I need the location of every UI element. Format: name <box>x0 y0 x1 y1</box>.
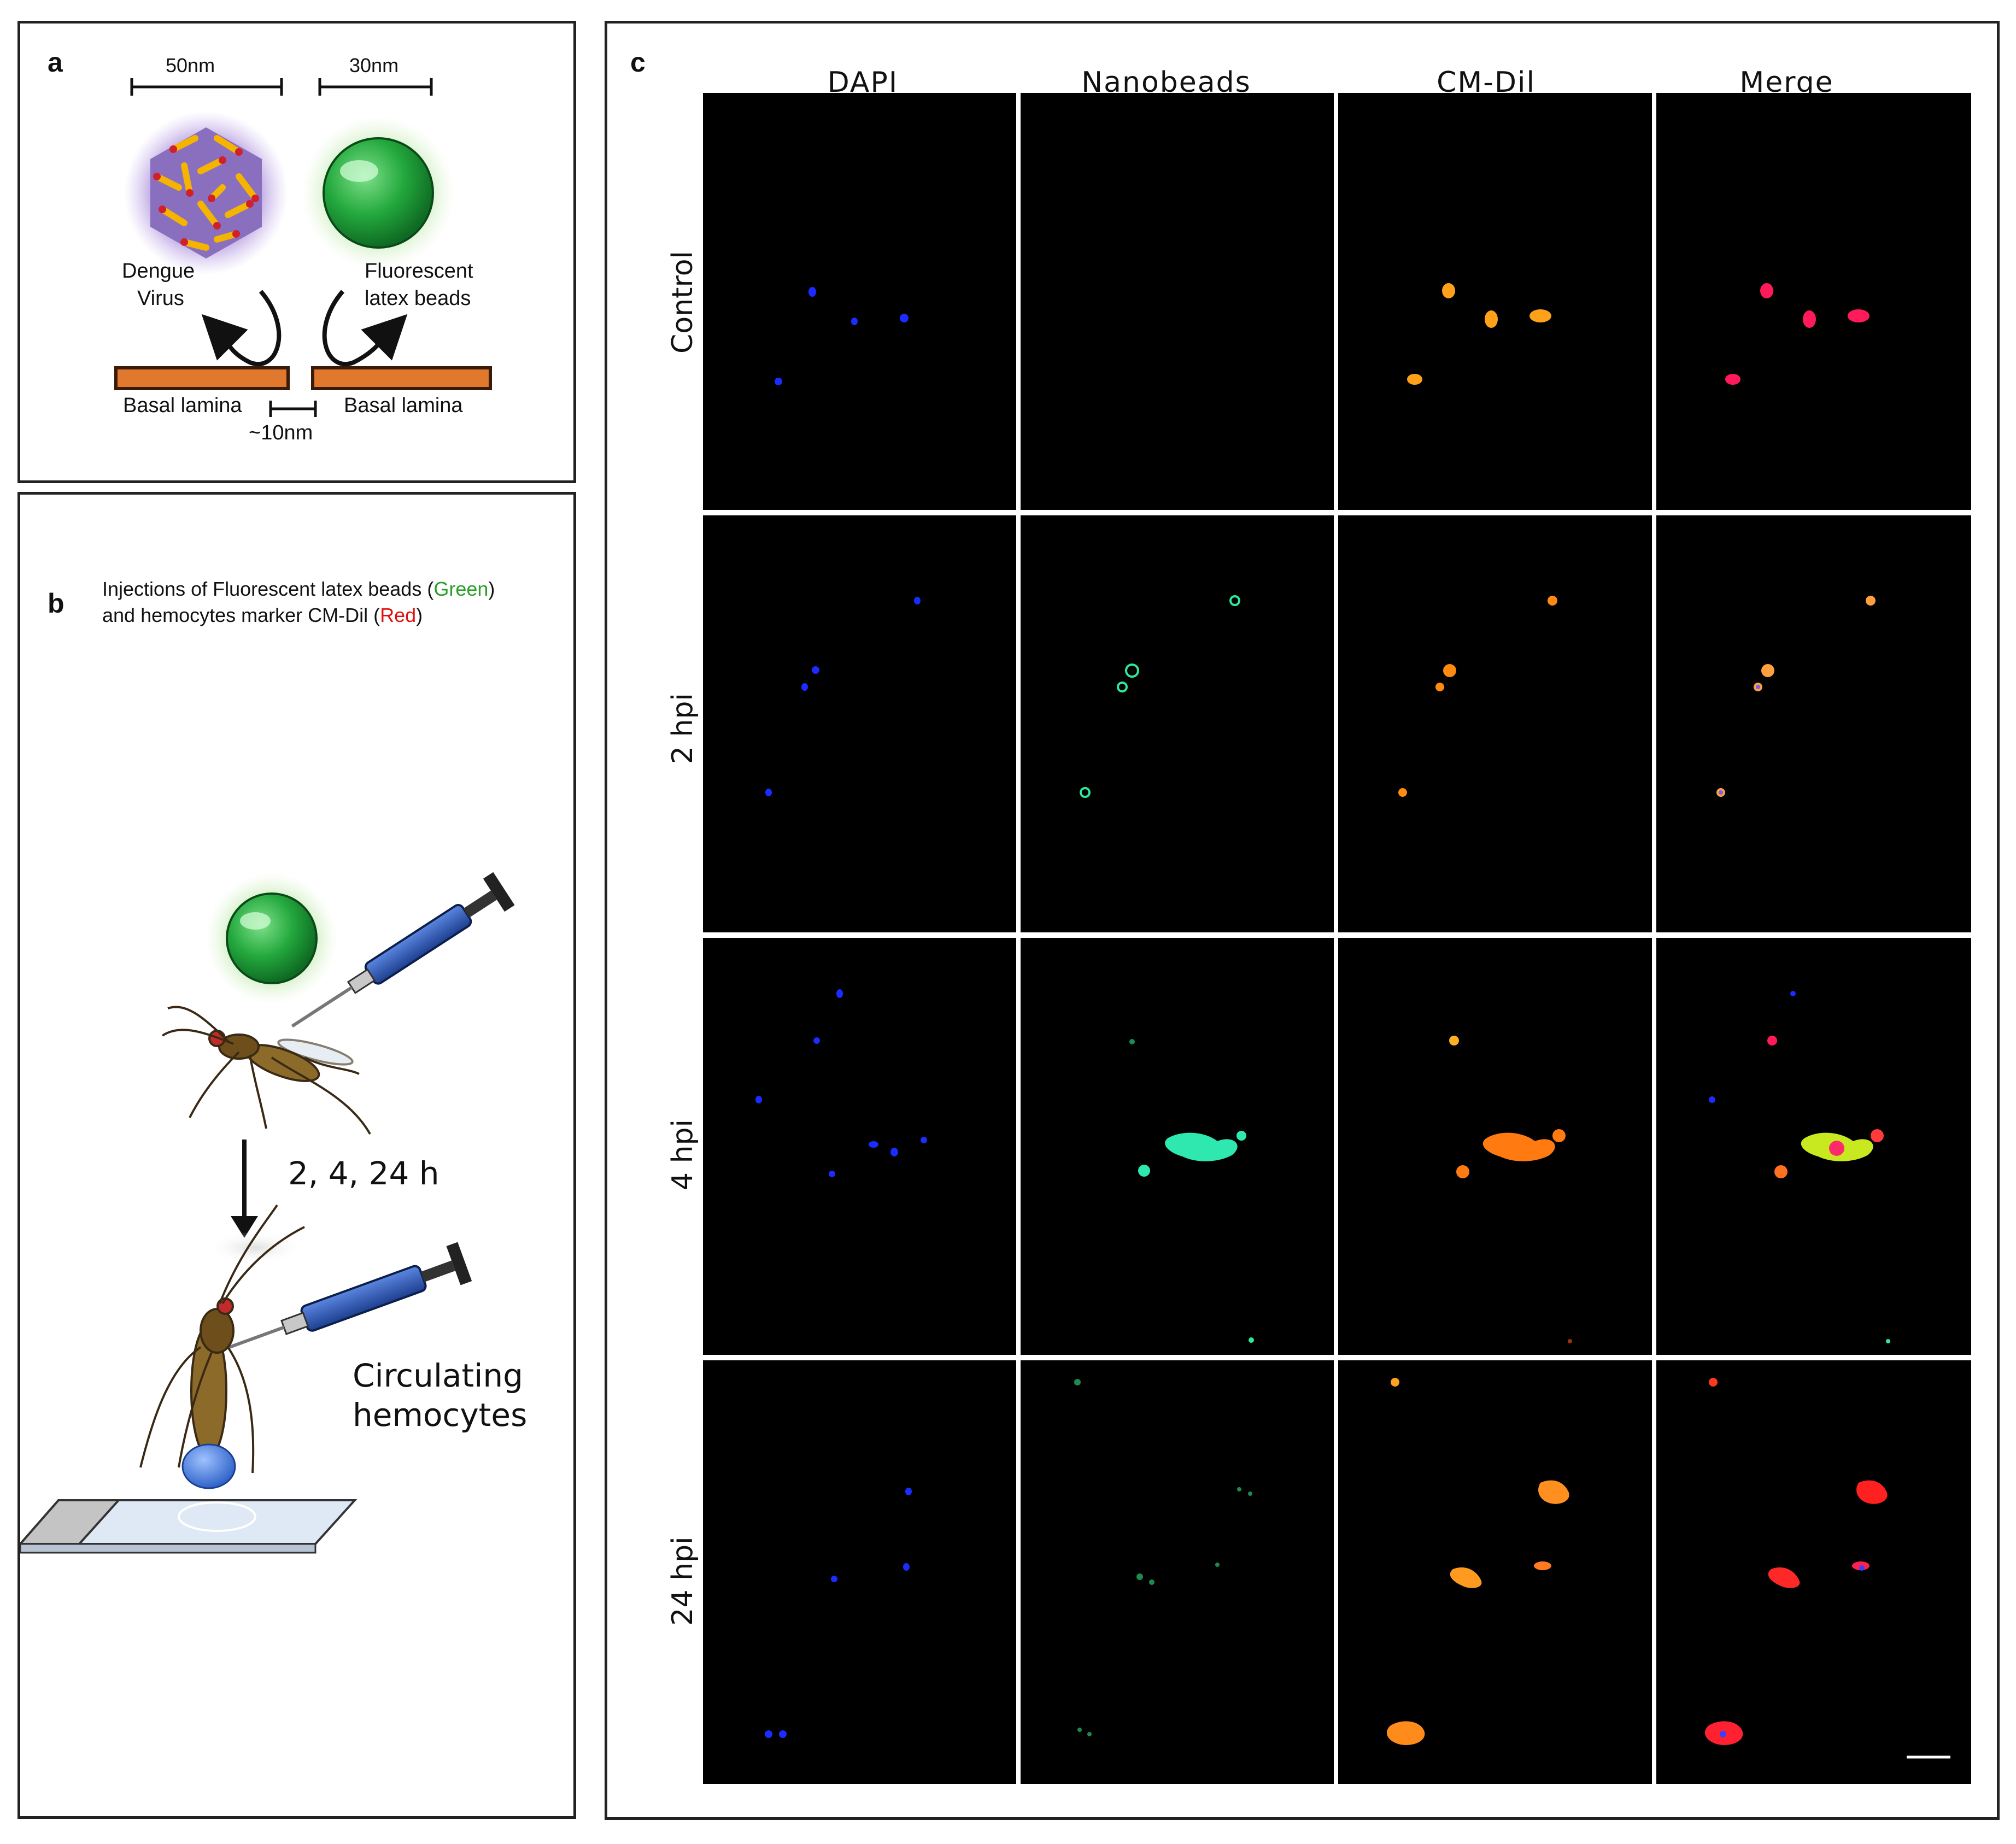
scale-bar-50nm <box>130 78 283 96</box>
row-label-2hpi: 2 hpi <box>666 692 699 765</box>
microscopy-grid <box>703 93 1971 1784</box>
image-24hpi-dapi <box>703 1360 1016 1784</box>
panel-b-illustration <box>20 872 515 1554</box>
virus-label-line2: Virus <box>137 287 184 310</box>
image-control-merge <box>1656 93 1971 510</box>
mosquito-icon-collected <box>139 1204 305 1473</box>
panel-a: a 50nm 30nm <box>17 21 576 483</box>
syringe-icon-injection <box>291 872 515 1028</box>
gap-label: ~10nm <box>249 421 313 444</box>
image-24hpi-cmdil <box>1338 1360 1652 1784</box>
virus-arrow <box>201 290 282 367</box>
beads-label-line2: latex beads <box>365 287 471 310</box>
image-24hpi-merge <box>1656 1360 1971 1784</box>
image-control-cmdil <box>1338 93 1652 510</box>
panel-c-label: c <box>630 47 646 78</box>
scale-bar-30nm <box>318 78 433 96</box>
glass-slide-icon <box>20 1499 358 1554</box>
hemolymph-droplet <box>181 1443 236 1489</box>
basal-lamina-left-label: Basal lamina <box>123 394 242 417</box>
image-4hpi-cmdil <box>1338 938 1652 1355</box>
basal-lamina-right <box>311 366 492 390</box>
panel-b: b Injections of Fluorescent latex beads … <box>17 492 576 1819</box>
basal-lamina-right-label: Basal lamina <box>344 394 463 417</box>
latex-bead-icon <box>206 873 337 1004</box>
dengue-virus-particle <box>124 111 288 275</box>
beads-label-line1: Fluorescent <box>365 260 473 283</box>
timepoints-label: 2, 4, 24 h <box>288 1155 439 1192</box>
time-arrow-head <box>231 1216 258 1238</box>
panel-a-label: a <box>48 47 63 78</box>
collect-label-line1: Circulating <box>353 1357 523 1394</box>
image-4hpi-nanobeads <box>1021 938 1334 1355</box>
gap-scale-bar <box>269 401 317 417</box>
collect-label-line2: hemocytes <box>353 1396 528 1434</box>
image-2hpi-merge <box>1656 515 1971 932</box>
row-label-4hpi: 4 hpi <box>666 1119 699 1191</box>
virus-label-line1: Dengue <box>122 260 195 283</box>
image-4hpi-dapi <box>703 938 1016 1355</box>
basal-lamina-left <box>114 366 290 390</box>
image-24hpi-nanobeads <box>1021 1360 1334 1784</box>
image-2hpi-cmdil <box>1338 515 1652 932</box>
image-control-dapi <box>703 93 1016 510</box>
syringe-icon-collection <box>227 1242 472 1350</box>
latex-bead-particle <box>302 116 455 269</box>
scale-label-30nm: 30nm <box>349 54 399 77</box>
mosquito-icon-injected <box>161 1006 371 1135</box>
row-label-control: Control <box>666 251 699 354</box>
panel-b-description-line1: Injections of Fluorescent latex beads (G… <box>102 578 495 600</box>
panel-a-illustration <box>114 78 492 417</box>
row-label-24hpi: 24 hpi <box>666 1536 699 1626</box>
image-2hpi-dapi <box>703 515 1016 932</box>
beads-arrow <box>322 290 408 367</box>
panel-b-label: b <box>48 588 65 619</box>
image-control-nanobeads <box>1021 93 1334 510</box>
image-4hpi-merge <box>1656 938 1971 1355</box>
image-2hpi-nanobeads <box>1021 515 1334 932</box>
scale-label-50nm: 50nm <box>166 54 215 77</box>
panel-b-description-line2: and hemocytes marker CM-Dil (Red) <box>102 604 423 626</box>
